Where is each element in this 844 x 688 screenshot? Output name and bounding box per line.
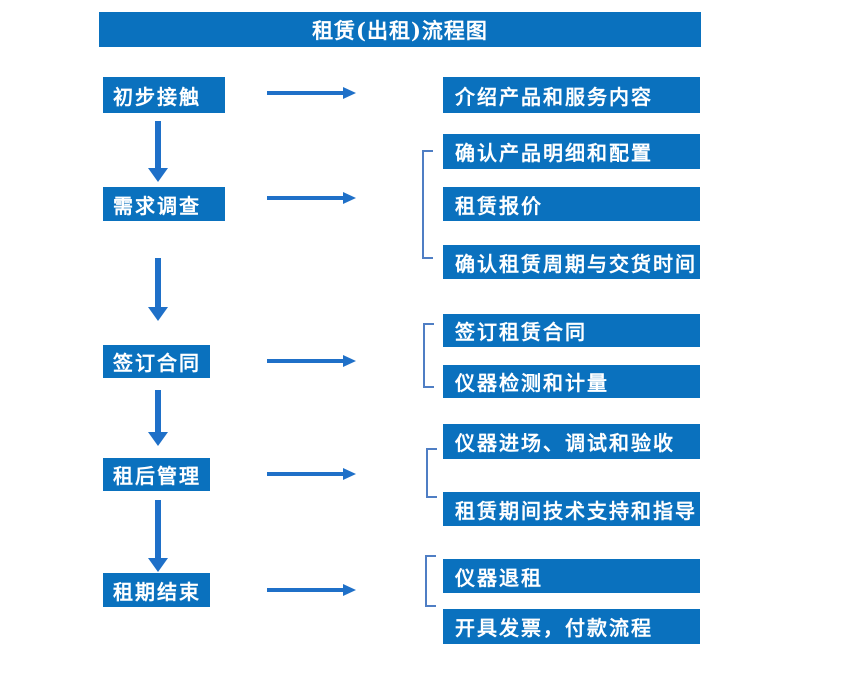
arrow-right-icon xyxy=(267,196,343,200)
arrow-right-icon xyxy=(267,588,343,592)
detail-box: 仪器退租 xyxy=(443,559,700,593)
arrow-right-icon xyxy=(343,584,356,596)
arrow-down-icon xyxy=(155,258,161,307)
detail-box: 确认租赁周期与交货时间 xyxy=(443,245,700,279)
stage-box-sign-contract: 签订合同 xyxy=(103,345,210,378)
arrow-down-icon xyxy=(148,558,168,572)
detail-box: 确认产品明细和配置 xyxy=(443,134,700,169)
stage-box-initial-contact: 初步接触 xyxy=(103,77,225,113)
arrow-down-icon xyxy=(148,432,168,446)
group-bracket xyxy=(425,555,436,607)
stage-box-demand-survey: 需求调查 xyxy=(103,187,225,221)
arrow-right-icon xyxy=(343,192,356,204)
arrow-right-icon xyxy=(267,91,343,95)
arrow-down-icon xyxy=(148,307,168,321)
detail-box: 租赁期间技术支持和指导 xyxy=(443,492,700,526)
detail-box: 仪器进场、调试和验收 xyxy=(443,424,700,459)
arrow-right-icon xyxy=(267,472,343,476)
group-bracket xyxy=(423,323,434,388)
stage-box-post-rental-management: 租后管理 xyxy=(103,458,210,491)
detail-box: 签订租赁合同 xyxy=(443,314,700,347)
stage-box-lease-end: 租期结束 xyxy=(103,573,210,607)
page-title: 租赁(出租)流程图 xyxy=(99,12,701,47)
detail-box: 介绍产品和服务内容 xyxy=(443,77,700,113)
group-bracket xyxy=(426,448,437,498)
arrow-down-icon xyxy=(148,168,168,182)
arrow-right-icon xyxy=(343,468,356,480)
arrow-right-icon xyxy=(343,355,356,367)
group-bracket xyxy=(422,150,433,259)
arrow-down-icon xyxy=(155,500,161,558)
arrow-right-icon xyxy=(343,87,356,99)
detail-box: 仪器检测和计量 xyxy=(443,365,700,398)
detail-box: 开具发票，付款流程 xyxy=(443,609,700,644)
arrow-down-icon xyxy=(155,390,161,432)
arrow-down-icon xyxy=(155,121,161,168)
detail-box: 租赁报价 xyxy=(443,187,700,221)
arrow-right-icon xyxy=(267,359,343,363)
